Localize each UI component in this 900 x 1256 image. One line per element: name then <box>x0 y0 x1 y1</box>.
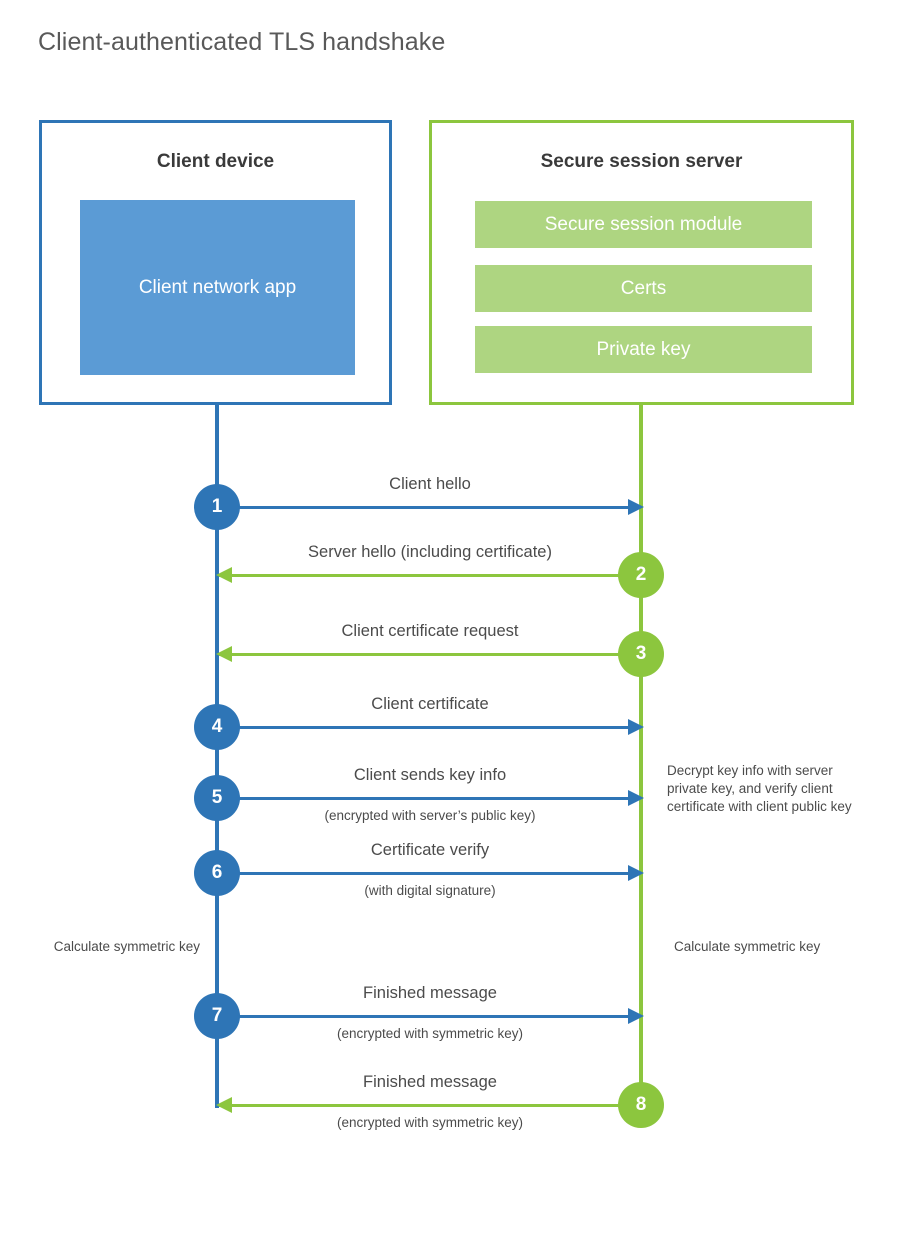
step-number-badge: 2 <box>618 552 664 598</box>
message-label: Finished message <box>363 984 497 1002</box>
page-title: Client-authenticated TLS handshake <box>38 28 446 56</box>
message-sublabel: (encrypted with symmetric key) <box>336 1026 524 1041</box>
message-sublabel: (encrypted with symmetric key) <box>336 1115 524 1130</box>
message-label: Server hello (including certificate) <box>308 543 552 561</box>
message-label: Client hello <box>389 475 471 493</box>
secure-session-server-box: Secure session server Secure session mod… <box>429 120 854 405</box>
server-component-private-key: Private key <box>475 326 812 373</box>
server-lifeline <box>639 405 643 1105</box>
message-arrow-line <box>219 1104 641 1107</box>
message-arrow-line <box>217 872 639 875</box>
arrowhead-icon <box>628 1008 644 1024</box>
message-label: Client certificate request <box>341 622 519 640</box>
step-number-badge: 5 <box>194 775 240 821</box>
message-sublabel: (with digital signature) <box>364 883 496 898</box>
message-arrow-line <box>217 797 639 800</box>
step-number-badge: 4 <box>194 704 240 750</box>
message-arrow-line <box>217 506 639 509</box>
arrowhead-icon <box>628 790 644 806</box>
message-arrow-line <box>217 1015 639 1018</box>
annotation-client-calculate-symmetric-key: Calculate symmetric key <box>53 939 200 954</box>
step-number-badge: 3 <box>618 631 664 677</box>
arrowhead-icon <box>216 1097 232 1113</box>
step-number-badge: 8 <box>618 1082 664 1128</box>
step-number-badge: 6 <box>194 850 240 896</box>
client-device-title: Client device <box>156 151 275 172</box>
server-component-certs: Certs <box>475 265 812 312</box>
arrowhead-icon <box>628 499 644 515</box>
arrowhead-icon <box>216 567 232 583</box>
message-label: Client sends key info <box>353 766 507 784</box>
client-network-app-block: Client network app <box>80 200 355 375</box>
arrowhead-icon <box>628 865 644 881</box>
secure-session-server-title: Secure session server <box>540 151 743 172</box>
annotation-server-calculate-symmetric-key: Calculate symmetric key <box>674 939 821 954</box>
step-number-badge: 1 <box>194 484 240 530</box>
message-arrow-line <box>217 726 639 729</box>
message-arrow-line <box>219 653 641 656</box>
arrowhead-icon <box>216 646 232 662</box>
step-number-badge: 7 <box>194 993 240 1039</box>
annotation-server-decrypt: Decrypt key info with server private key… <box>667 763 852 815</box>
server-component-secure-session-module: Secure session module <box>475 201 812 248</box>
message-label: Certificate verify <box>370 841 490 859</box>
message-sublabel: (encrypted with server’s public key) <box>324 808 536 823</box>
client-device-box: Client device Client network app <box>39 120 392 405</box>
client-lifeline <box>215 405 219 1108</box>
message-label: Client certificate <box>371 695 489 713</box>
message-arrow-line <box>219 574 641 577</box>
message-label: Finished message <box>363 1073 497 1091</box>
arrowhead-icon <box>628 719 644 735</box>
